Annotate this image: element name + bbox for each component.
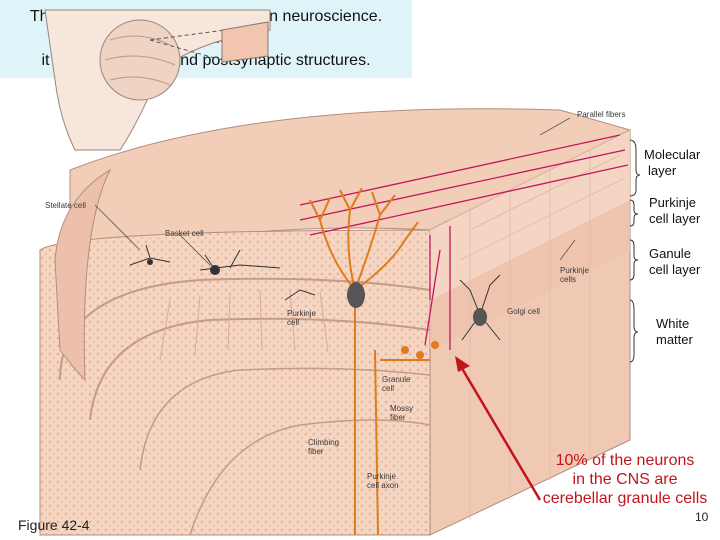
layer-granule: Ganule cell layer — [649, 246, 701, 277]
granule-cell-callout: 10% of the neurons in the CNS are cerebe… — [542, 452, 708, 507]
stellate-cell-soma — [147, 259, 153, 265]
label-purkinje-cell-left: Purkinje cell — [287, 309, 316, 327]
basket-cell-soma — [210, 265, 220, 275]
parallel-fibers-drawing — [299, 134, 629, 350]
label-purkinje-axon: Purkinje cell axon — [367, 472, 399, 490]
callout-arrow — [455, 356, 542, 501]
label-leaders — [94, 117, 576, 266]
layer-white-matter: White matter — [656, 316, 693, 347]
label-mossy-fiber: Mossy fiber — [390, 404, 414, 422]
label-basket-cell: Basket cell — [165, 229, 204, 238]
label-parallel-fibers: Parallel fibers — [577, 110, 626, 119]
layer-brackets — [629, 139, 641, 363]
purkinje-soma — [347, 282, 365, 308]
golgi-cell-drawing — [459, 274, 501, 341]
label-stellate-cell: Stellate cell — [45, 201, 86, 210]
label-granule-cell: Granule cell — [382, 375, 411, 393]
label-purkinje-cells-right: Purkinje cells — [560, 266, 589, 284]
layer-molecular: Molecular layer — [644, 147, 701, 178]
label-climbing-fiber: Climbing fiber — [308, 438, 340, 456]
purkinje-cell-drawing — [309, 187, 430, 536]
tissue-block — [39, 108, 632, 536]
layer-purkinje: Purkinje cell layer — [649, 195, 701, 226]
granule-cells-drawing — [401, 341, 439, 359]
label-golgi-cell: Golgi cell — [507, 307, 540, 316]
figure-label: Figure 42-4 — [18, 517, 90, 533]
golgi-cell-soma — [473, 308, 487, 326]
page-number: 10 — [695, 510, 709, 524]
brain-inset — [44, 9, 271, 151]
